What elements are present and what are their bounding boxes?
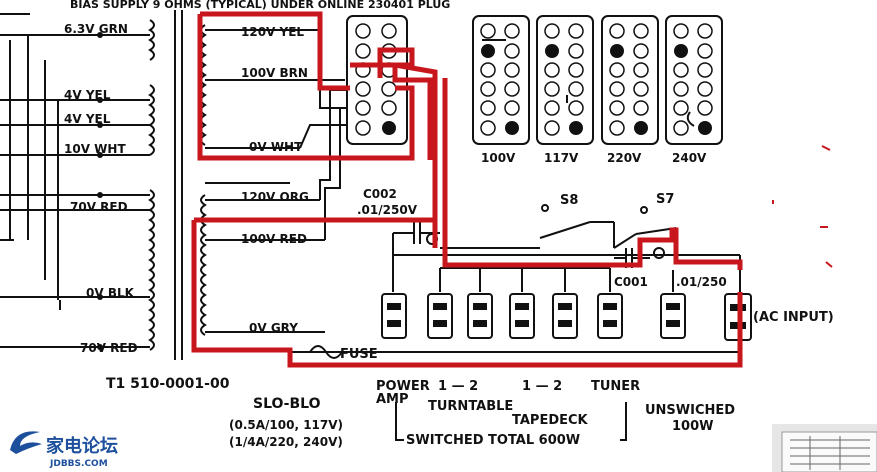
plug-label-220v: 220V [607,151,642,165]
transformer-label: T1 510-0001-00 [106,376,230,392]
label-100v-red: 100V RED [241,232,307,246]
outlet-tuner [597,293,623,339]
plug-label-240v: 240V [672,151,707,165]
label-10v-wht: 10V WHT [64,142,126,156]
plug-117v [536,15,594,145]
plug-label-100v: 100V [481,151,516,165]
turntable-num-label: 1 — 2 [438,379,478,394]
switch-s8-label: S8 [560,193,578,208]
output-amp-label: AMP [376,392,409,407]
secondary-wiring [0,13,150,348]
switch-s7-label: S7 [656,192,674,207]
tuner-label: TUNER [591,379,640,394]
c002-value: .01/250V [357,203,418,217]
junction-dots [97,32,103,350]
fuse-type-label: SLO-BLO [253,396,321,412]
c002-capacitor [392,222,440,292]
label-100v-brn: 100V BRN [241,66,308,80]
label-120v-yel: 120V YEL [241,25,304,39]
primary-coil [200,24,345,336]
tapedeck-num-label: 1 — 2 [522,379,562,394]
label-4v-yel-a: 4V YEL [64,88,111,102]
plug-label-117v: 117V [544,151,579,165]
switched-total-label: SWITCHED TOTAL 600W [406,433,580,448]
outlet-tapedeck-2 [552,293,578,339]
label-0v-blk: 0V BLK [86,286,135,300]
logo-mark-icon [10,431,42,454]
fuse-rating-b: (1/4A/220, 240V) [229,435,343,449]
unswitched-label: UNSWICHED [645,403,735,418]
label-0v-gry: 0V GRY [249,321,298,335]
outlet-turntable-2 [467,293,493,339]
secondary-coil [148,10,183,360]
ac-input-label: (AC INPUT) [753,310,834,325]
header-text: BIAS SUPPLY 9 OHMS (TYPICAL) UNDER ONLIN… [70,0,450,11]
output-power-label: POWER [376,379,430,394]
thumbnail-preview [772,424,877,472]
fuse-rating-a: (0.5A/100, 117V) [229,418,343,432]
fuse-label: FUSE [340,347,378,362]
switch-s8 [440,204,615,249]
plug-240v [665,15,723,145]
unswitched-watt-label: 100W [672,419,713,434]
label-0v-wht: 0V WHT [249,140,303,154]
fuse-symbol [300,345,375,359]
outlet-unswitched [660,293,686,339]
tapedeck-label: TAPEDECK [512,413,589,428]
switched-bracket [395,402,627,441]
label-70v-red-b: 70V RED [80,341,138,355]
plug-100v [472,15,530,145]
site-logo: 家电论坛 JDBBS.COM [10,431,118,469]
c002-label: C002 [363,187,397,201]
label-4v-yel-b: 4V YEL [64,112,111,126]
label-70v-red-a: 70V RED [70,200,128,214]
outlet-turntable-1 [427,293,453,339]
logo-subtext: JDBBS.COM [49,459,108,469]
c001-terminal [653,247,665,259]
c001-value: .01/250 [676,275,727,289]
turntable-label: TURNTABLE [428,399,513,414]
plug-220v [601,15,659,145]
outlet-tapedeck-1 [509,293,535,339]
outlet-power-amp [381,293,407,339]
switch-s7 [613,206,677,249]
c001-label: C001 [614,275,648,289]
label-120v-org: 120V ORG [241,190,309,204]
edge-marks [772,145,833,268]
red-highlight-paths [191,11,743,368]
label-6v3-grn: 6.3V GRN [64,22,128,36]
logo-text: 家电论坛 [46,435,118,457]
